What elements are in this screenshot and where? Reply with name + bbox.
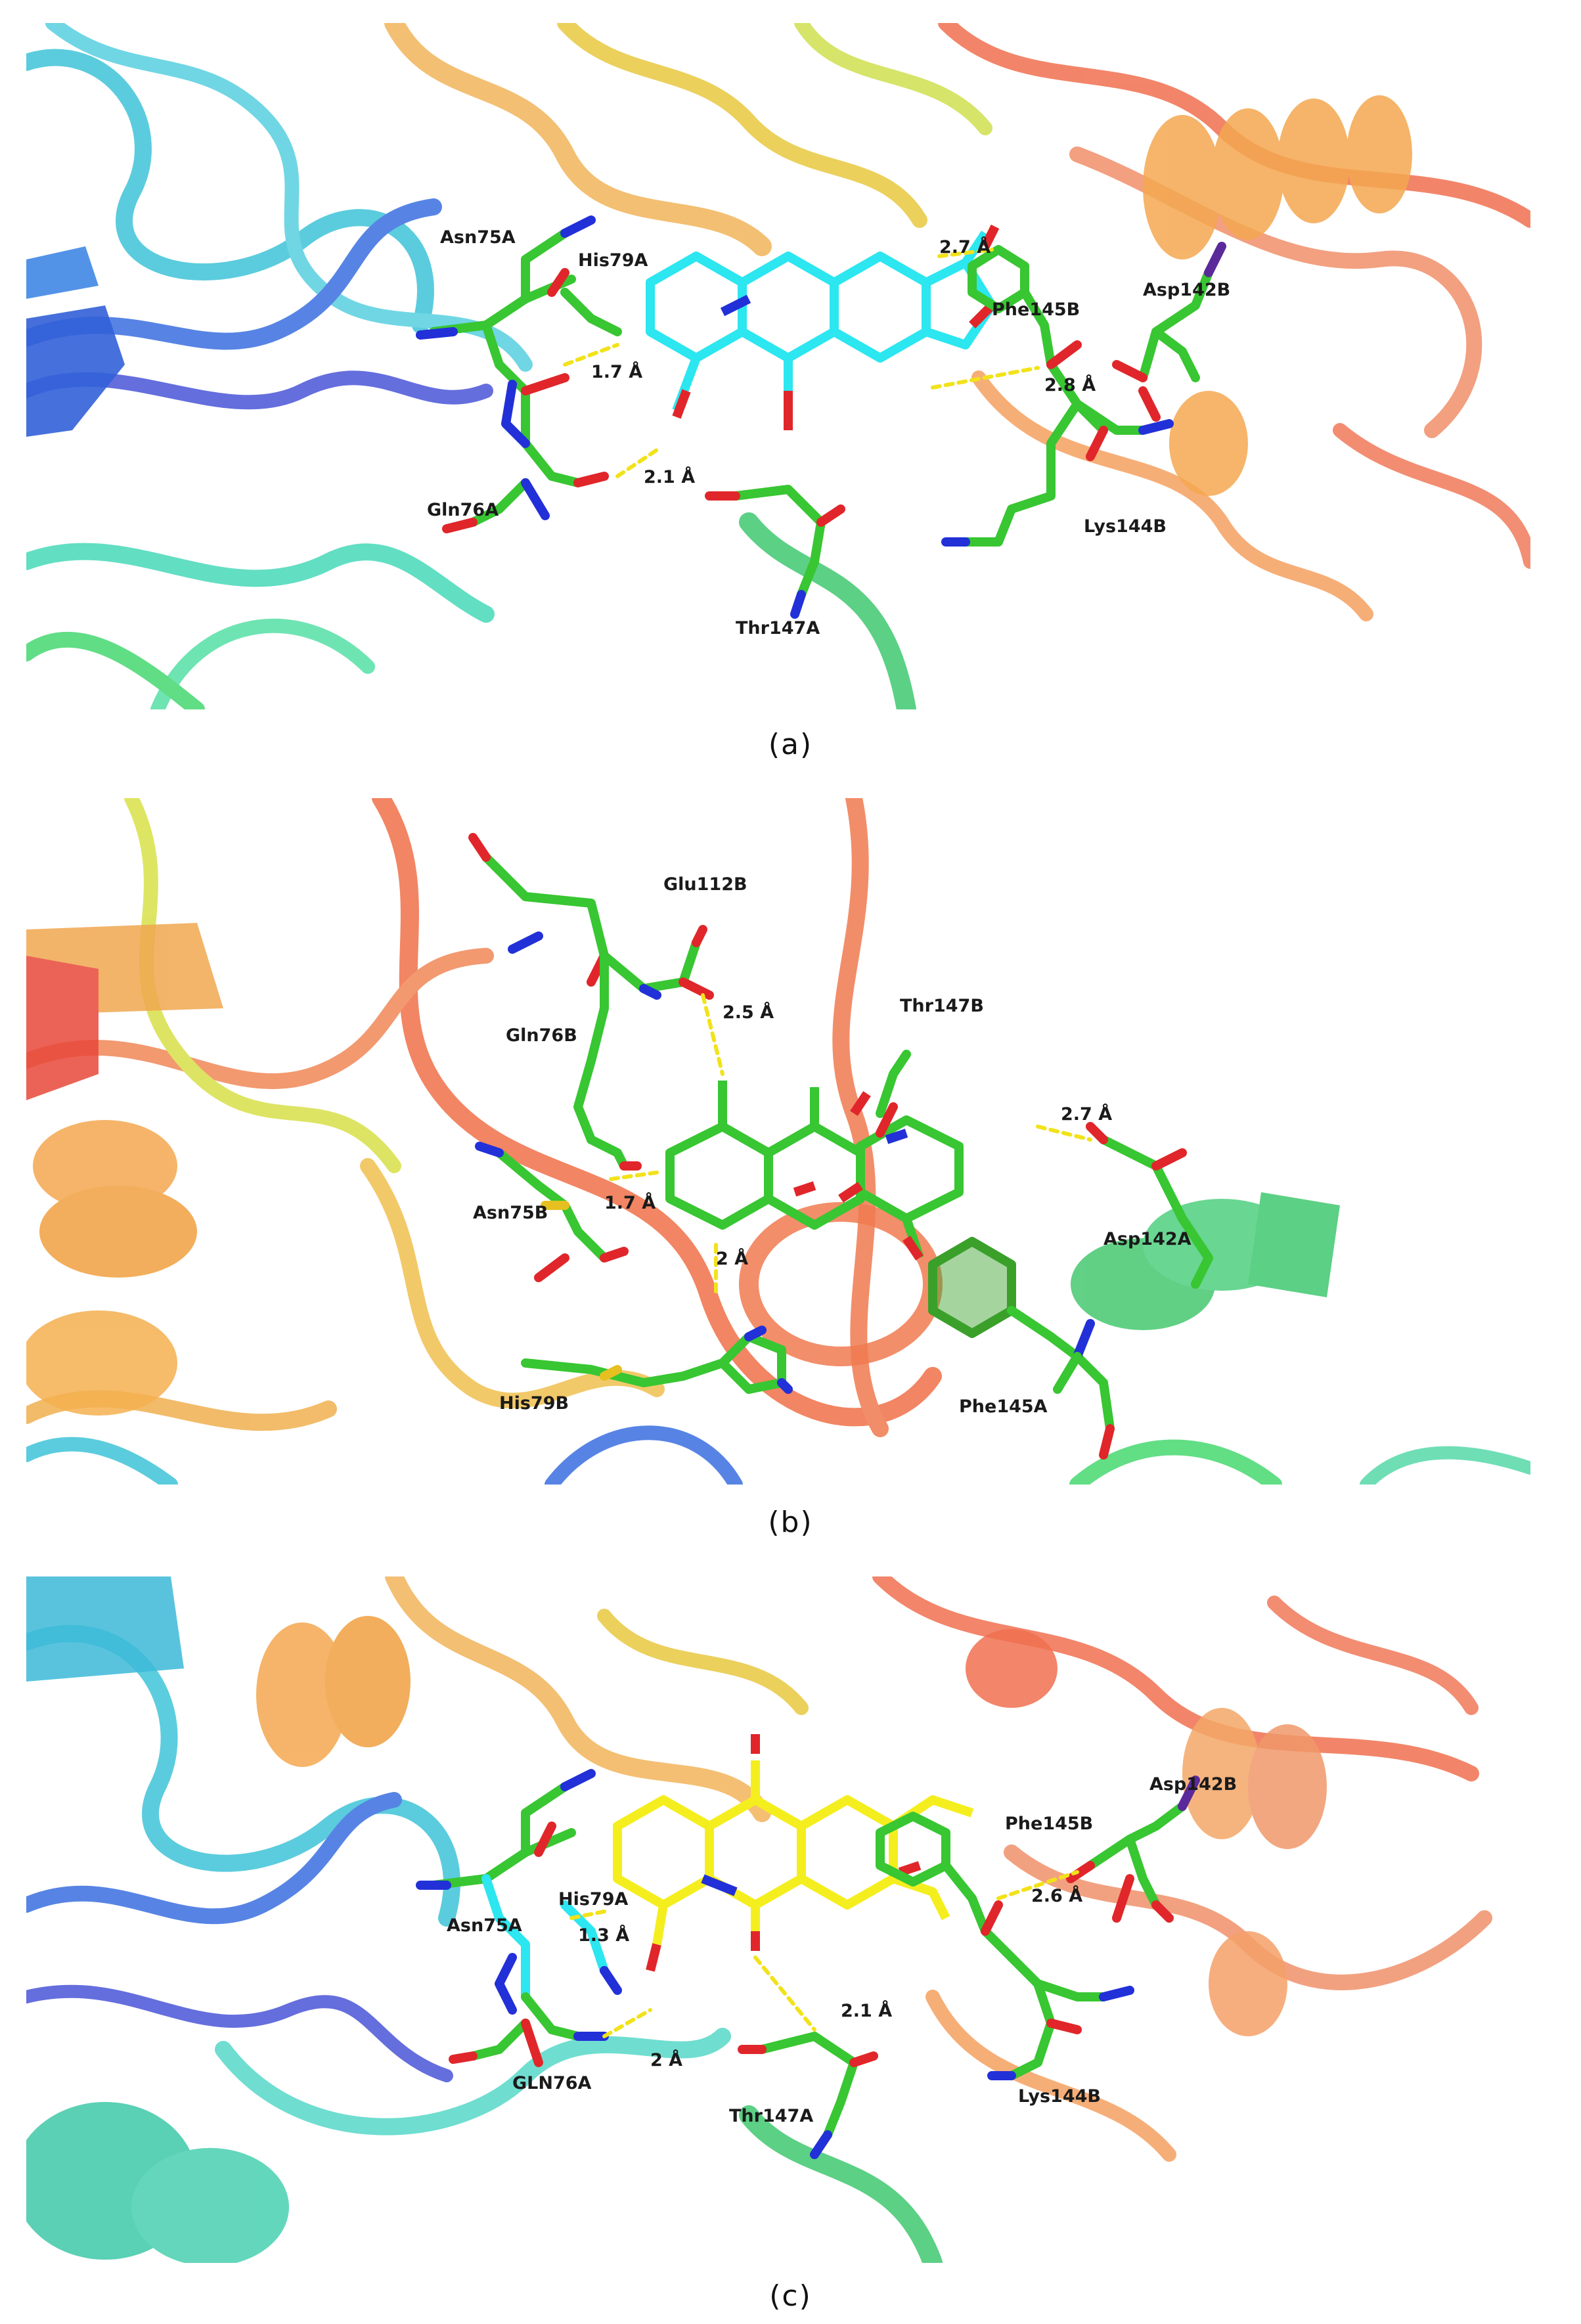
ligand-b — [665, 1081, 964, 1260]
helix-a-orange — [1143, 95, 1412, 496]
hbonds-b — [609, 993, 1092, 1299]
distance-label: 2.7 Å — [939, 236, 991, 257]
distance-label: 2.6 Å — [1031, 1885, 1082, 1906]
residue-label: Gln76A — [427, 500, 499, 520]
residue-label: Thr147A — [729, 2106, 813, 2126]
panel-caption: (c) — [769, 2279, 812, 2313]
residue-label: Asp142A — [1103, 1229, 1191, 1249]
residue-label: Thr147A — [736, 618, 820, 638]
residue-label: Phe145B — [992, 300, 1080, 320]
distance-label: 1.3 Å — [578, 1925, 629, 1946]
ligand-a — [646, 231, 996, 417]
panel-a-docking-view: Asn75A His79A Gln76A Phe145B Asp142B Lys… — [26, 23, 1530, 709]
residue-label: Asp142B — [1149, 1774, 1237, 1795]
panel-b-structure: Glu112B Thr147B Gln76B Asn75B Asp142A Hi… — [26, 798, 1530, 1485]
helix-c — [26, 1576, 1327, 2263]
distance-label: 2 Å — [716, 1248, 748, 1269]
ligand-b-heteroatoms — [793, 1091, 924, 1261]
residue-label: His79B — [499, 1393, 569, 1414]
residue-label: Asn75A — [447, 1915, 522, 1936]
hbonds-a — [563, 248, 1040, 478]
residue-label: Thr147B — [900, 996, 984, 1016]
residue-label: Gln76B — [506, 1025, 577, 1046]
panel-c-docking-view: Asp142B Phe145B His79A Asn75A GLN76A Thr… — [26, 1576, 1530, 2263]
residue-label: Phe145A — [959, 1397, 1048, 1417]
panel-caption: (b) — [768, 1506, 813, 1539]
panel-a-structure: Asn75A His79A Gln76A Phe145B Asp142B Lys… — [26, 23, 1530, 709]
panel-caption: (a) — [768, 728, 813, 761]
residue-label: His79A — [558, 1889, 628, 1910]
panel-b-docking-view: Glu112B Thr147B Gln76B Asn75B Asp142A Hi… — [26, 798, 1530, 1485]
distance-label: 2.8 Å — [1044, 374, 1096, 395]
distance-label: 2.1 Å — [841, 2000, 892, 2021]
residue-sticks-c — [416, 1769, 1200, 2159]
residue-label: Asp142B — [1143, 280, 1230, 300]
hbonds-c — [569, 1870, 1079, 2038]
residue-label: His79A — [578, 250, 648, 271]
ligand-a-heteroatoms — [672, 224, 1000, 430]
distance-label: 1.7 Å — [604, 1192, 656, 1213]
sheet-a-blue — [26, 246, 125, 437]
protein-ribbon-a — [26, 23, 1530, 709]
ligand-c-heteroatoms — [646, 1734, 922, 1972]
residue-label: Phe145B — [1005, 1814, 1093, 1834]
residue-label: Asn75A — [440, 227, 516, 248]
distance-label: 2.1 Å — [644, 466, 695, 487]
residue-label: Lys144B — [1018, 2086, 1101, 2107]
residue-sticks-a — [416, 215, 1226, 619]
distance-label: 2.5 Å — [723, 1002, 774, 1023]
residue-sticks-b — [468, 833, 1213, 1460]
distance-label: 1.7 Å — [591, 361, 642, 382]
residue-label: Lys144B — [1084, 516, 1167, 537]
distance-label: 2.7 Å — [1061, 1104, 1112, 1125]
residue-label: GLN76A — [512, 2073, 592, 2093]
residue-label: Asn75B — [473, 1203, 548, 1223]
panel-c-structure: Asp142B Phe145B His79A Asn75A GLN76A Thr… — [26, 1576, 1530, 2263]
residue-label: Glu112B — [663, 874, 747, 895]
distance-label: 2 Å — [650, 2049, 682, 2070]
